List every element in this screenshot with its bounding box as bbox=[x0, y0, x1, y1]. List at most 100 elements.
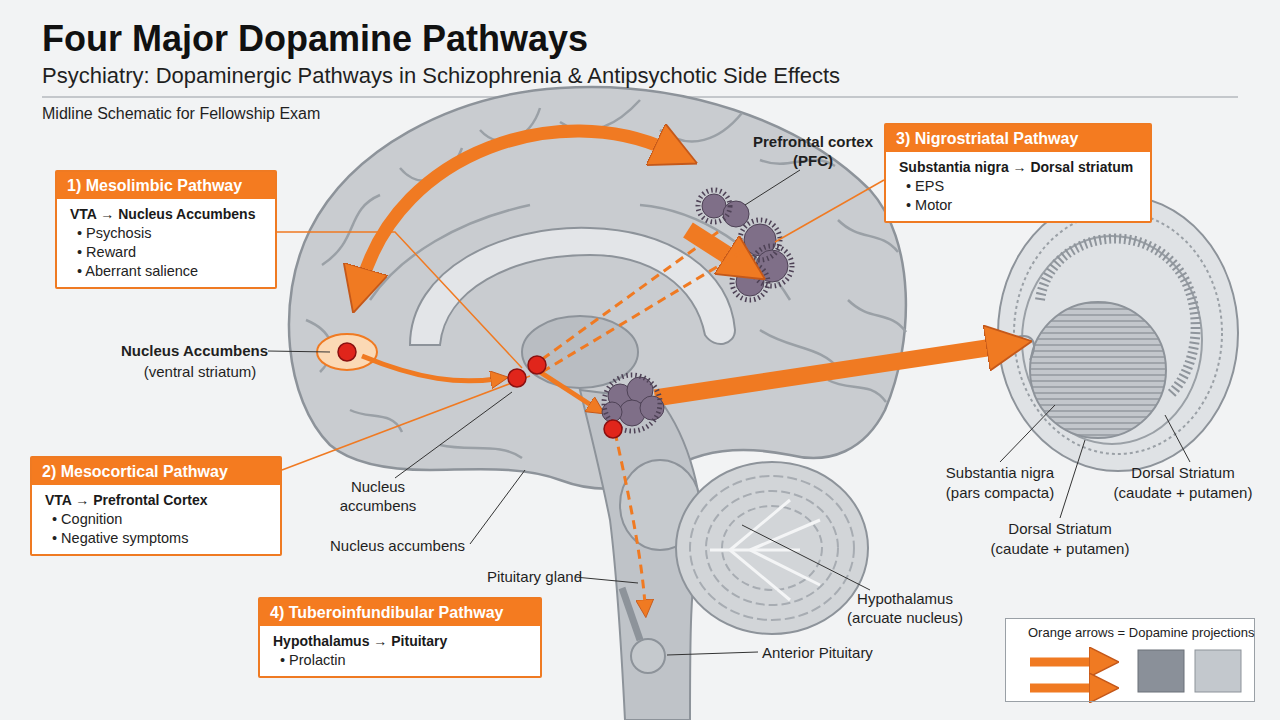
arbor-branch bbox=[730, 550, 790, 600]
function-bullet: • Motor bbox=[886, 196, 1150, 221]
striatum-outline bbox=[998, 195, 1238, 471]
sulcus bbox=[848, 300, 906, 332]
leader-line bbox=[1165, 415, 1190, 462]
pathway-heading: 4) Tuberoinfundibular Pathway bbox=[260, 599, 540, 626]
leader-line bbox=[470, 470, 525, 544]
putamen bbox=[1030, 302, 1166, 438]
pathway-box: 1) Mesolimbic PathwayVTA → Nucleus Accum… bbox=[55, 170, 277, 289]
legend-grey-sample bbox=[1195, 650, 1241, 692]
legend-grey-sample bbox=[1138, 650, 1184, 692]
arbor-vitae bbox=[710, 500, 820, 600]
nucleus-dot bbox=[508, 369, 526, 387]
leader-line bbox=[745, 170, 800, 205]
legend-text: Orange arrows = Dopamine projections bbox=[1028, 625, 1255, 640]
cerebellum-folia bbox=[722, 506, 822, 590]
anatomy-label: Nucleus accumbens bbox=[330, 536, 490, 555]
legend-background bbox=[1005, 618, 1255, 702]
box-leader bbox=[775, 180, 884, 242]
gyri bbox=[306, 100, 906, 458]
function-bullet: • Reward bbox=[57, 243, 275, 262]
neuron-spikes bbox=[740, 220, 780, 260]
anatomy-sublabel: (ventral striatum) bbox=[110, 362, 290, 381]
leader-line bbox=[268, 351, 330, 352]
leader-line bbox=[575, 577, 638, 583]
pathway-route: Hypothalamus → Pituitary bbox=[260, 626, 540, 651]
pathway-heading: 2) Mesocortical Pathway bbox=[32, 458, 280, 485]
anatomy-label: Prefrontal cortex bbox=[733, 132, 893, 151]
function-bullet: • Negative symptoms bbox=[32, 529, 280, 554]
anatomy-label: Substantia nigra bbox=[920, 463, 1080, 482]
anatomy-label: Nucleus Accumbens bbox=[88, 341, 268, 360]
anatomy-label: Anterior Pituitary bbox=[762, 643, 922, 662]
striatum-layer bbox=[1022, 236, 1202, 444]
cerebellum-folia bbox=[706, 491, 838, 605]
sulcus bbox=[350, 410, 402, 432]
subtitle: Psychiatry: Dopaminergic Pathways in Sch… bbox=[42, 66, 1242, 85]
anatomy-sublabel: (arcuate nucleus) bbox=[825, 608, 985, 627]
pathway-route: VTA → Prefrontal Cortex bbox=[32, 485, 280, 510]
pituitary-stalk bbox=[622, 588, 640, 640]
sulcus bbox=[440, 445, 522, 458]
function-bullet: • Prolactin bbox=[260, 651, 540, 676]
function-bullet: • EPS bbox=[886, 177, 1150, 196]
legend-arrow-sample bbox=[1030, 684, 1098, 693]
legend: Orange arrows = Dopamine projections bbox=[1005, 618, 1255, 702]
anatomy-label: Nucleus accumbens bbox=[333, 477, 423, 515]
sulcus bbox=[828, 380, 886, 402]
striatum-layer bbox=[1014, 212, 1222, 454]
anatomy-label: Pituitary gland bbox=[462, 567, 582, 586]
sulcus bbox=[660, 113, 742, 141]
cerebellum bbox=[676, 462, 868, 634]
box-leader bbox=[282, 376, 530, 470]
nucleus-dot bbox=[528, 356, 546, 374]
vta-arrow bbox=[540, 372, 594, 407]
thalamus bbox=[522, 316, 638, 388]
mesolimbic-arrow bbox=[362, 356, 496, 381]
neuron-cluster bbox=[736, 268, 764, 296]
arbor-branch bbox=[750, 520, 820, 550]
neuron-spikes bbox=[698, 190, 730, 222]
legend-arrow-sample bbox=[1030, 658, 1098, 667]
mesocortical-arrow bbox=[362, 131, 668, 282]
nucleus-dot bbox=[338, 343, 356, 361]
cerebellum-folia bbox=[690, 476, 854, 620]
anatomy-label: Dorsal Striatum bbox=[1103, 463, 1263, 482]
legend-row: Orange arrows = Dopamine projections bbox=[1006, 619, 1254, 640]
box-leader bbox=[277, 232, 522, 368]
striatum-notch bbox=[1010, 336, 1034, 360]
neuron-spikes bbox=[732, 264, 768, 300]
leader-line bbox=[395, 392, 512, 478]
leader-lines bbox=[268, 170, 1190, 655]
anatomy-sublabel: (pars compacta) bbox=[920, 483, 1080, 502]
arbor-branch bbox=[750, 550, 820, 585]
leader-line bbox=[742, 525, 870, 590]
dashed-projection bbox=[530, 232, 718, 368]
anatomy-label: Dorsal Striatum bbox=[980, 519, 1140, 538]
anatomy-sublabel: (caudate + putamen) bbox=[1093, 483, 1273, 502]
pathway-box: 3) Nigrostriatal PathwaySubstantia nigra… bbox=[884, 123, 1152, 223]
nigrostriatal-arrow bbox=[655, 346, 1000, 398]
pathway-heading: 1) Mesolimbic Pathway bbox=[57, 172, 275, 199]
leader-line bbox=[1060, 440, 1085, 518]
pathway-heading: 3) Nigrostriatal Pathway bbox=[886, 125, 1150, 152]
note: Midline Schematic for Fellowship Exam bbox=[42, 104, 642, 123]
tuberoinfundibular-arrow bbox=[615, 432, 645, 605]
pathway-box: 2) Mesocortical PathwayVTA → Prefrontal … bbox=[30, 456, 282, 556]
page-title: Four Major Dopamine Pathways bbox=[42, 18, 588, 60]
pituitary-gland bbox=[631, 639, 665, 673]
function-bullet: • Psychosis bbox=[57, 224, 275, 243]
function-bullet: • Cognition bbox=[32, 510, 280, 529]
dashed-projection bbox=[542, 250, 745, 372]
pathway-route: VTA → Nucleus Accumbens bbox=[57, 199, 275, 224]
pathway-route: Substantia nigra → Dorsal striatum bbox=[886, 152, 1150, 177]
sulcus bbox=[838, 220, 898, 252]
nucleus-dot bbox=[604, 420, 622, 438]
neuron-cluster bbox=[702, 194, 726, 218]
leader-line bbox=[1000, 405, 1055, 462]
function-bullet: • Aberrant salience bbox=[57, 262, 275, 287]
anatomy-sublabel: (caudate + putamen) bbox=[970, 539, 1150, 558]
arbor-branch bbox=[730, 500, 790, 550]
leader-line bbox=[667, 652, 758, 655]
anatomy-label: Hypothalamus bbox=[825, 589, 985, 608]
neuron-spikes bbox=[752, 246, 792, 286]
